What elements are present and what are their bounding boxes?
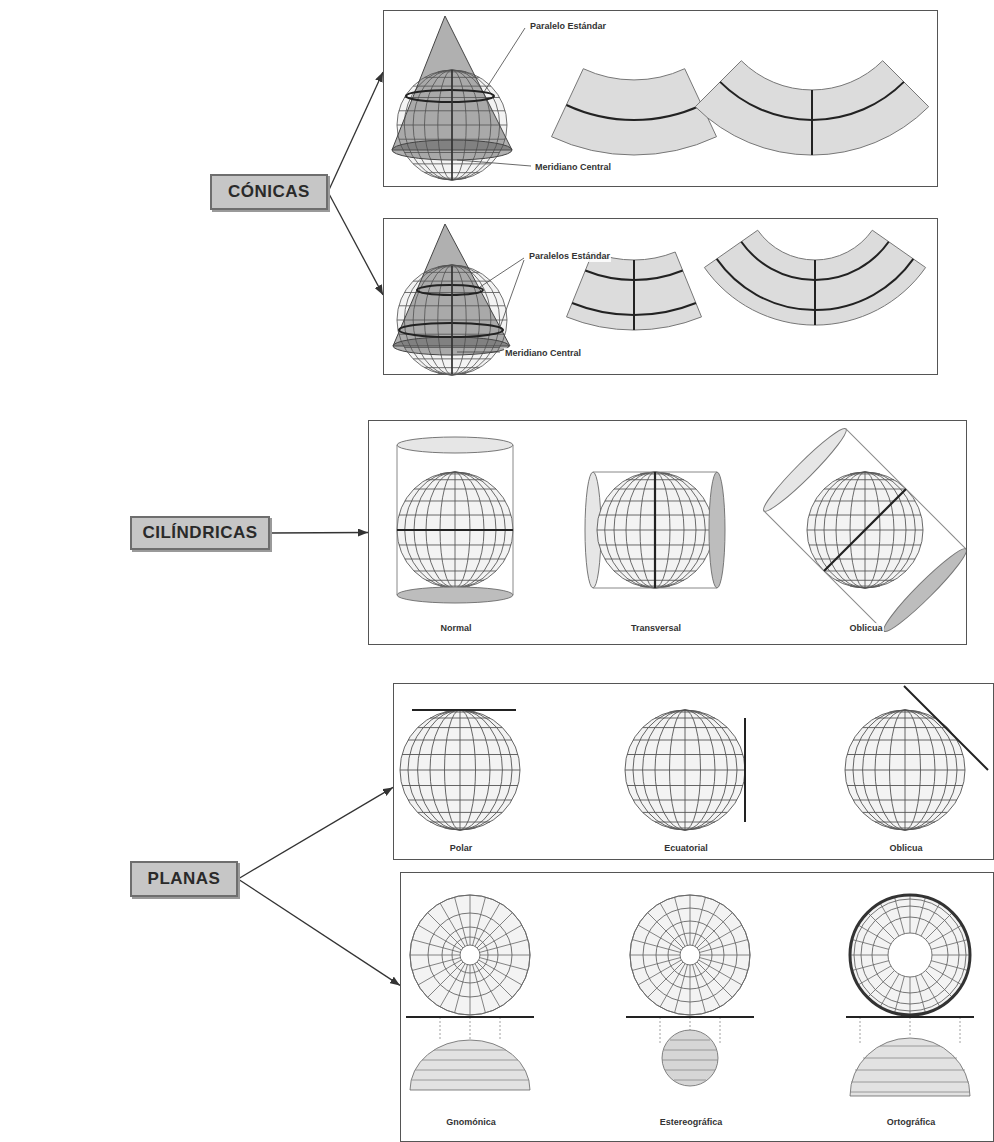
- projection-panel: Paralelos EstándarMeridiano Central: [383, 218, 938, 375]
- category-box: CILÍNDRICAS: [130, 516, 270, 550]
- arrow-connector: [270, 532, 368, 534]
- stereographic-side-view: [626, 1017, 754, 1086]
- gnomonic-side-view: [406, 1017, 534, 1090]
- projection-panel: Polar Ecuatorial Oblicua: [393, 683, 994, 860]
- equatorial-plane: [625, 710, 745, 830]
- category-label: CÓNICAS: [228, 182, 310, 202]
- projection-label: Paralelo Estándar: [529, 21, 607, 32]
- projection-label: Gnomónica: [445, 1117, 497, 1128]
- oblique-plane: [845, 686, 988, 830]
- category-label: PLANAS: [148, 869, 221, 889]
- projection-panel: Gnomónica Estereográfica Ortográfica: [400, 872, 994, 1142]
- projection-panel: Paralelo EstándarMeridiano Central: [383, 10, 938, 187]
- gnomonic-grid: [410, 895, 530, 1015]
- arrow-connector: [238, 879, 400, 985]
- arrow-connector: [328, 72, 383, 192]
- orthographic-grid: [850, 895, 970, 1015]
- arrow-connector: [328, 192, 383, 295]
- polar-plane: [400, 710, 520, 830]
- arrow-connector: [238, 787, 393, 879]
- oblique-cylinder: [758, 423, 972, 637]
- projection-label: Oblicua: [848, 623, 883, 634]
- projection-label: Normal: [439, 623, 472, 634]
- normal-cylinder: [397, 437, 513, 603]
- projection-label: Ecuatorial: [663, 843, 709, 854]
- projection-label: Polar: [449, 843, 474, 854]
- transverse-cylinder: [585, 472, 725, 588]
- projection-label: Meridiano Central: [534, 162, 612, 173]
- projection-label: Ortográfica: [886, 1117, 937, 1128]
- projection-label: Paralelos Estándar: [528, 251, 611, 262]
- tangent-cone-figure: [392, 16, 531, 180]
- category-box: PLANAS: [130, 861, 238, 897]
- projection-label: Estereográfica: [659, 1117, 724, 1128]
- projection-label: Transversal: [630, 623, 682, 634]
- projection-panel: Normal Transversal Oblicua: [368, 420, 967, 645]
- stereographic-grid: [630, 895, 750, 1015]
- projection-label: Oblicua: [888, 843, 923, 854]
- cone-development: [567, 230, 926, 330]
- cone-development: [552, 61, 929, 155]
- projection-label: Meridiano Central: [504, 348, 582, 359]
- category-label: CILÍNDRICAS: [142, 523, 257, 543]
- orthographic-side-view: [846, 1017, 974, 1096]
- category-box: CÓNICAS: [210, 174, 328, 210]
